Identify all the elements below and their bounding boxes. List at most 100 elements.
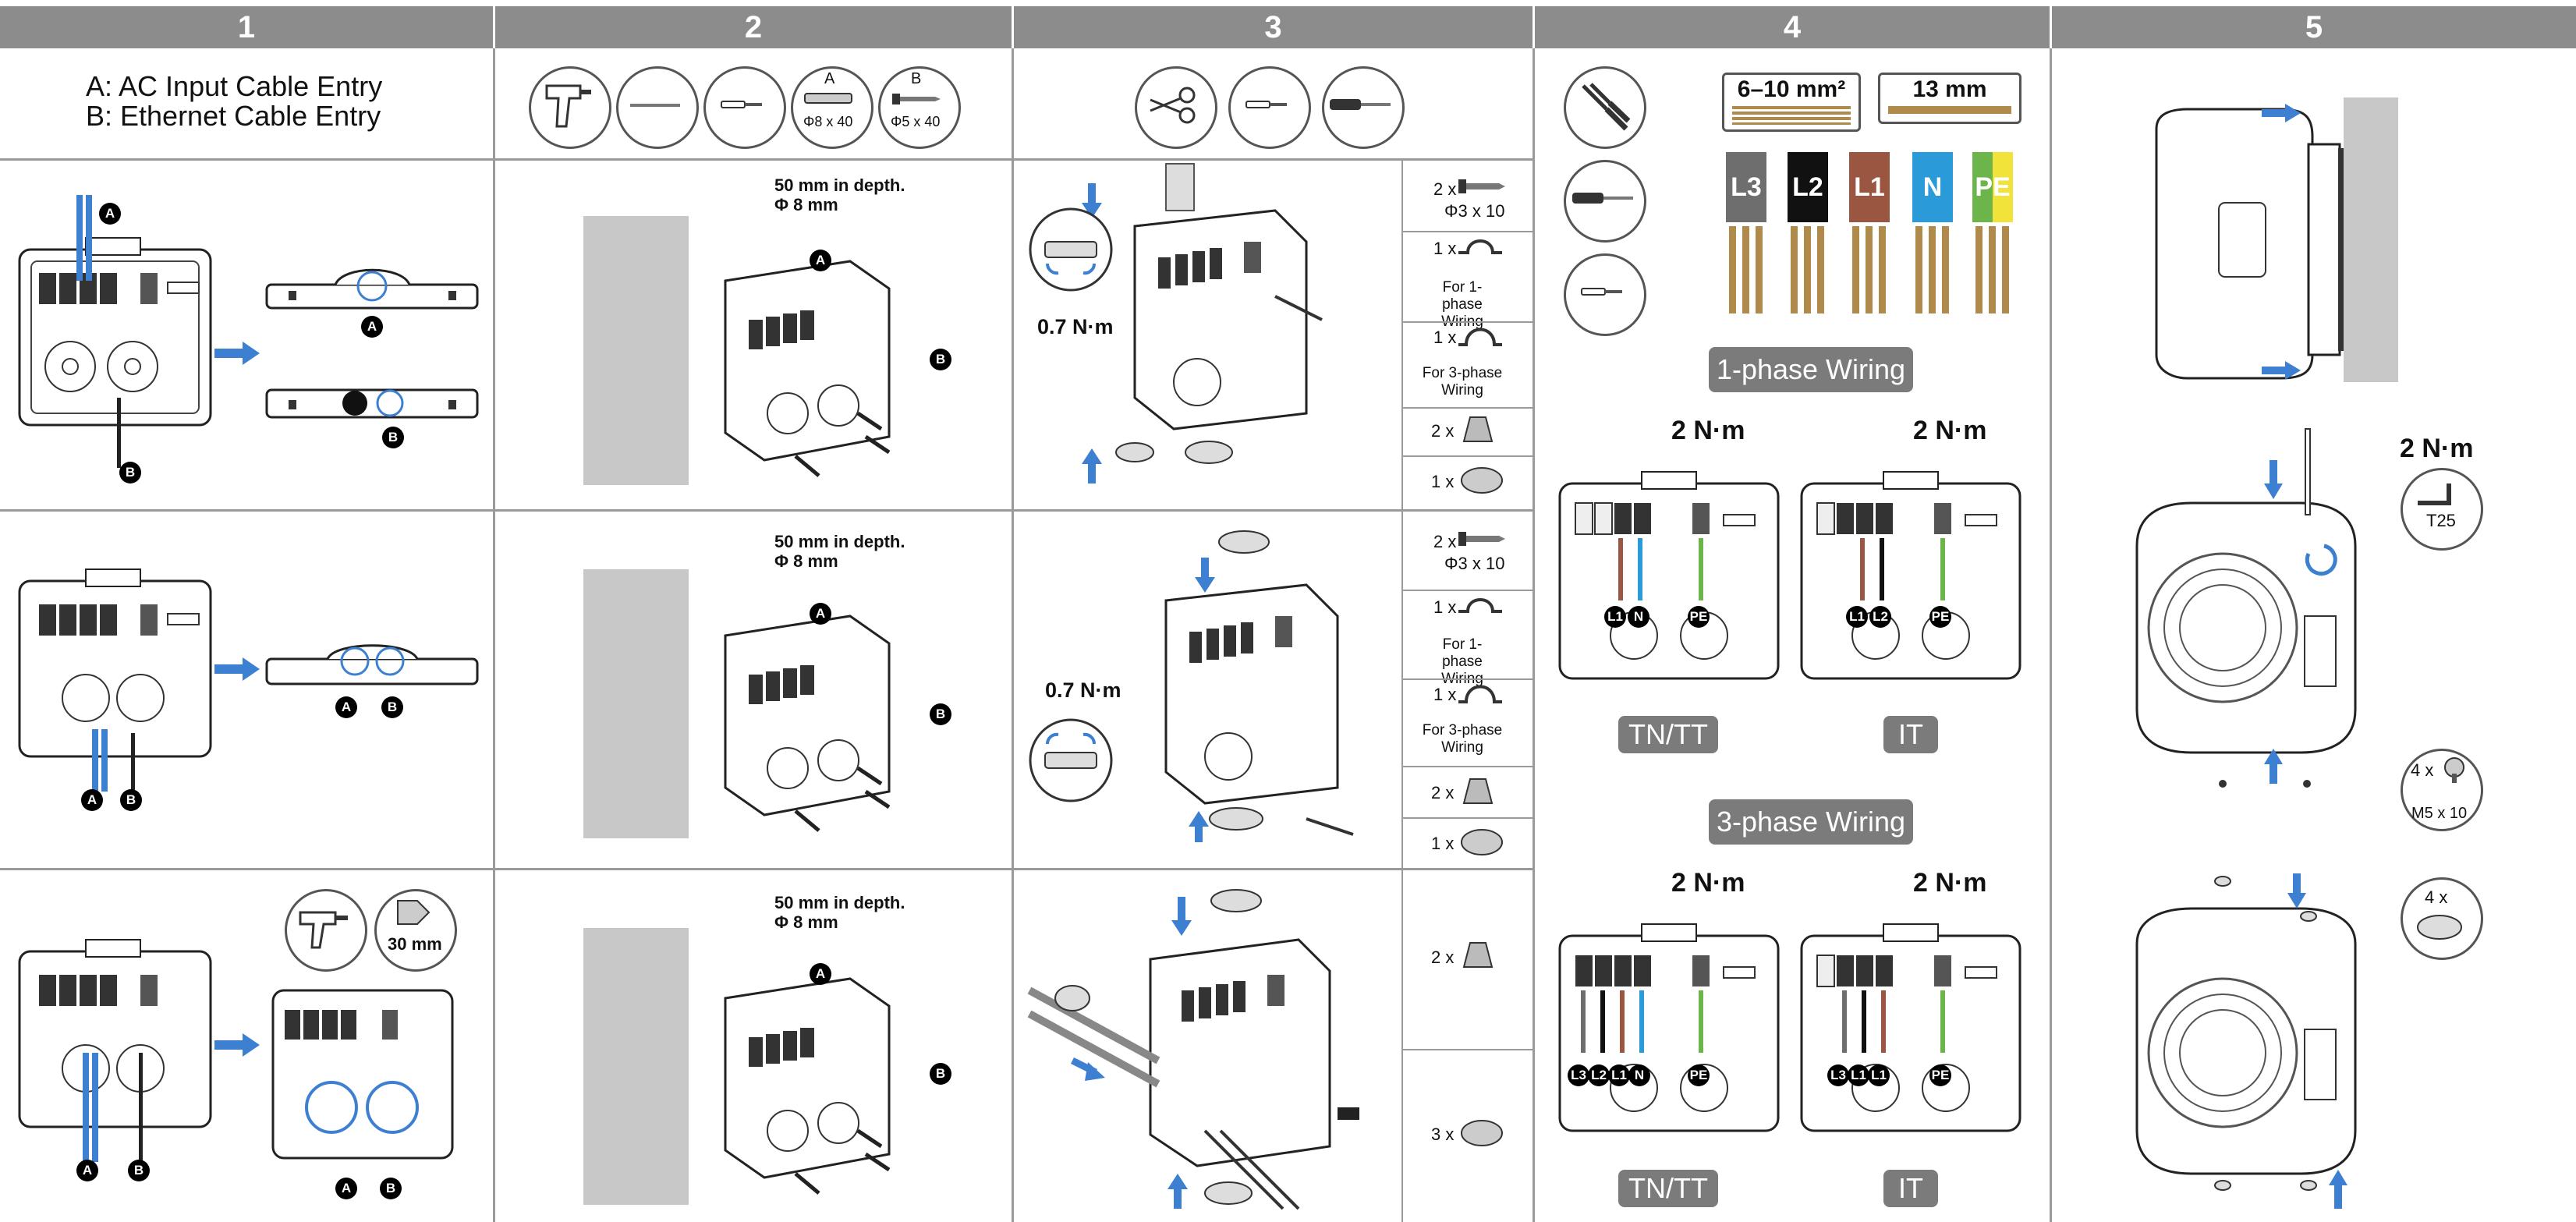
blanking-plug-icon (1461, 829, 1503, 855)
wire-l1: L1 (1849, 152, 1890, 222)
badge-a: A (76, 1160, 98, 1181)
charger-screw-fix-diagram (2135, 428, 2357, 788)
drill-bit-glyph (630, 104, 680, 107)
badge-b: B (119, 462, 141, 483)
torque-label: 0.7 N·m (1045, 678, 1121, 702)
three-phase-title: 3-phase Wiring (1709, 799, 1913, 845)
step-header-3: 3 (1014, 6, 1535, 48)
tntt-label: TN/TT (1618, 716, 1718, 753)
badge-l3: L3 (1568, 1064, 1589, 1086)
right-arrow-icon (214, 657, 260, 681)
badge-l3: L3 (1827, 1064, 1849, 1086)
cap-glyph (2417, 915, 2462, 940)
legend-line-b: B: Ethernet Cable Entry (86, 100, 381, 132)
screw-glyph (892, 94, 941, 104)
wire-l3: L3 (1726, 152, 1766, 222)
badge-l1: L1 (1604, 606, 1626, 628)
badge-a: A (810, 963, 831, 985)
badge-n: N (1628, 606, 1649, 628)
badge-b: B (930, 349, 951, 370)
drill-tool-icon (285, 889, 367, 972)
drill-bit-icon (616, 66, 699, 149)
torx-key-icon (2401, 468, 2483, 551)
step-header-4: 4 (1535, 6, 2052, 48)
tool-b-size: Φ5 x 40 (891, 114, 941, 129)
badge-pe: PE (1929, 1064, 1951, 1086)
bit-glyph (1581, 288, 1622, 296)
depth-note: 50 mm in depth.Φ 8 mm (774, 893, 905, 932)
cable-clamp-icon (1458, 328, 1502, 346)
part-desc: For 3-phase Wiring (1422, 365, 1503, 398)
cable-clamp-icon (1458, 685, 1502, 703)
charger-cap-diagram (2135, 873, 2357, 1209)
strip-length-spec: 13 mm (1878, 73, 2021, 124)
badge-b: B (930, 703, 951, 725)
terminal-diagram-1phase-tntt (1558, 471, 1780, 680)
pliers-glyph (1582, 83, 1631, 131)
enclosure-side-view (265, 644, 479, 685)
one-phase-title: 1-phase Wiring (1709, 347, 1913, 392)
drill-icon (529, 66, 611, 149)
wire-n: N (1912, 152, 1953, 222)
cable-entry-legend: A: AC Input Cable Entry B: Ethernet Cabl… (86, 72, 382, 131)
right-arrow-icon (214, 1033, 260, 1057)
torque-label: 2 N·m (2400, 434, 2474, 463)
step-header-5: 5 (2052, 6, 2576, 48)
screw-glyph (2444, 757, 2464, 783)
torque-label: 2 N·m (1671, 868, 1745, 898)
step-header-1: 1 (0, 6, 495, 48)
row-divider (0, 868, 1532, 870)
badge-a: A (810, 250, 831, 271)
tool-a-size: Φ8 x 40 (803, 114, 853, 129)
row-divider (0, 509, 1532, 512)
part-qty: 2 x (1431, 783, 1455, 802)
enclosure-front-diagram (18, 939, 212, 1162)
badge-b: B (381, 696, 403, 718)
scissors-icon (1135, 66, 1217, 149)
step-number: 4 (1783, 9, 1802, 44)
blanking-plug-icon (1461, 467, 1503, 494)
enclosure-side-view (265, 268, 479, 310)
screwdriver-glyph (1330, 99, 1391, 110)
terminal-diagram-1phase-it (1800, 471, 2021, 680)
part-qty: 1 x (1431, 834, 1455, 853)
screwdriver-glyph (1572, 193, 1633, 204)
tool-b-label: B (911, 70, 922, 87)
terminal-diagram-3phase-it (1800, 923, 2021, 1132)
cap-qty: 4 x (2425, 887, 2448, 907)
drill-depth-label: 30 mm (388, 934, 442, 954)
screw-pack-icon (2401, 749, 2483, 831)
badge-pe: PE (1929, 606, 1951, 628)
cable-gland-diagram (1027, 889, 1359, 1210)
torque-label: 0.7 N·m (1037, 315, 1114, 338)
tool-a-label: A (824, 70, 835, 87)
torque-label: 2 N·m (1913, 416, 1987, 445)
part-qty: 1 x (1433, 597, 1457, 617)
depth-note: 50 mm in depth.Φ 8 mm (774, 175, 905, 214)
anchor-a-icon (791, 66, 873, 149)
blanking-plug-icon (1461, 1120, 1503, 1146)
step-number: 3 (1264, 9, 1282, 44)
part-desc: For 3-phase Wiring (1422, 722, 1503, 756)
badge-a: A (335, 1178, 357, 1199)
screw-icon (1458, 179, 1505, 193)
part-desc: Φ3 x 10 (1444, 201, 1505, 221)
row-divider (0, 158, 1532, 161)
screwdriver-icon (1564, 160, 1646, 243)
step-number: 1 (237, 9, 256, 44)
wall-anchor-glyph (804, 93, 852, 104)
wall (583, 216, 689, 485)
part-qty: 1 x (1433, 328, 1457, 347)
enclosure-drilled-diagram (271, 989, 454, 1160)
enclosure-side-view (265, 388, 479, 419)
badge-l2: L2 (1588, 1064, 1610, 1086)
badge-b: B (382, 427, 404, 448)
bit-glyph (721, 101, 762, 108)
badge-a: A (361, 316, 383, 338)
terminal-diagram-3phase-tntt (1558, 923, 1780, 1132)
wire-l2: L2 (1788, 152, 1828, 222)
cable-clamp-icon (1458, 598, 1502, 613)
screw-icon (1458, 532, 1505, 546)
enclosure-mount-diagram (724, 977, 891, 1195)
